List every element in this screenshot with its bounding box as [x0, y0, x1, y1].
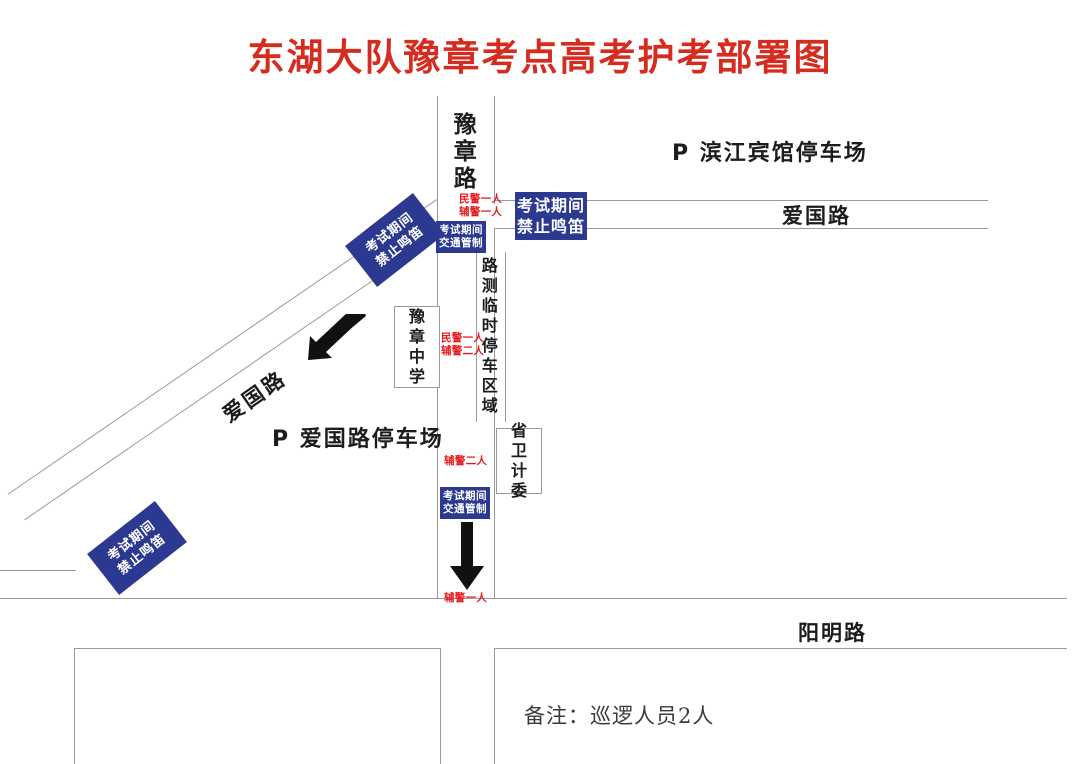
staffing-note-arrow-line1: 辅警一人 — [444, 592, 488, 604]
staffing-note-north-line1: 民警一人 — [459, 193, 503, 205]
yuzhang-road-right-edge-upper — [494, 96, 495, 204]
arrow-diagonal-icon — [308, 310, 366, 360]
sign-traffic-control-north-line1: 考试期间 — [439, 224, 483, 236]
staffing-note-middle-line1: 民警一人 — [441, 332, 485, 344]
sign-traffic-control-south[interactable]: 考试期间 交通管制 — [440, 487, 490, 519]
place-provincial-health-commission: 省卫计委 — [496, 421, 542, 500]
staffing-note-north: 民警一人 辅警一人 — [459, 193, 502, 219]
staffing-note-arrow: 辅警一人 — [444, 592, 487, 605]
page-title: 东湖大队豫章考点高考护考部署图 — [247, 36, 833, 79]
sign-no-horn-diagonal-upper[interactable]: 考试期间 禁止鸣笛 — [345, 193, 445, 287]
road-label-aiguo-horizontal: 爱国路 — [782, 204, 851, 228]
sign-no-horn-diagonal-lower[interactable]: 考试期间 禁止鸣笛 — [87, 501, 187, 595]
road-label-yangming: 阳明路 — [798, 621, 867, 645]
sign-traffic-control-south-line2: 交通管制 — [443, 503, 487, 515]
footer-remark: 备注：巡逻人员2人 — [524, 704, 715, 728]
sign-traffic-control-north-line2: 交通管制 — [439, 237, 483, 249]
place-yuzhang-middle-school: 豫章中学 — [394, 306, 440, 388]
sign-no-horn-main[interactable]: 考试期间 禁止鸣笛 — [515, 192, 587, 240]
traffic-direction-arrow-south — [448, 522, 486, 592]
parking-label-aiguo: P 爱国路停车场 — [272, 427, 444, 452]
staffing-note-middle: 民警一人 辅警二人 — [441, 332, 484, 358]
temp-parking-zone-box — [476, 252, 506, 422]
place-label-yuzhang-middle-school: 豫章中学 — [408, 307, 425, 386]
aiguo-diagonal-terminator-lower — [0, 598, 437, 599]
yangming-road-bottom-edge-left — [74, 648, 441, 649]
yangming-road-top-edge — [437, 598, 1067, 599]
bottom-right-block-left-edge — [494, 648, 495, 764]
traffic-direction-arrow-diagonal — [306, 310, 368, 362]
aiguo-road-top-edge — [494, 200, 988, 201]
sign-traffic-control-north[interactable]: 考试期间 交通管制 — [436, 221, 486, 253]
bottom-left-block-right-edge — [440, 648, 441, 764]
sign-no-horn-main-line1: 考试期间 — [516, 196, 585, 215]
road-label-aiguo-diagonal: 爱国路 — [218, 365, 292, 427]
bottom-left-block-left-edge — [74, 648, 75, 764]
yuzhang-road-right-edge-lower — [494, 228, 495, 598]
staffing-note-north-line2: 辅警一人 — [459, 206, 503, 218]
sign-traffic-control-south-line1: 考试期间 — [443, 490, 487, 502]
aiguo-road-bottom-edge — [494, 228, 988, 229]
place-label-provincial-health-commission: 省卫计委 — [510, 421, 527, 500]
road-label-yuzhang: 豫章路 — [453, 112, 478, 192]
sign-no-horn-main-line2: 禁止鸣笛 — [516, 217, 585, 236]
arrow-down-icon — [450, 522, 484, 590]
parking-label-binjiang: P 滨江宾馆停车场 — [672, 141, 868, 166]
staffing-note-south-line1: 辅警二人 — [444, 455, 488, 467]
yangming-road-bottom-edge-right — [494, 648, 1067, 649]
staffing-note-middle-line2: 辅警二人 — [441, 345, 485, 357]
aiguo-diagonal-terminator-upper — [0, 570, 76, 571]
temp-parking-zone-label: 路测临时停车区域 — [481, 256, 498, 415]
staffing-note-south: 辅警二人 — [444, 455, 487, 468]
